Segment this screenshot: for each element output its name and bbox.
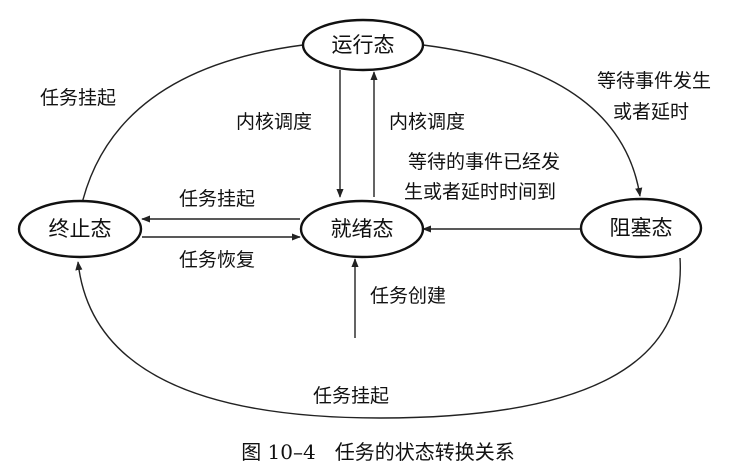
label-create-to-ready: 任务创建 xyxy=(370,285,446,307)
label-ready-to-running: 内核调度 xyxy=(389,111,465,133)
state-ready: 就绪态 xyxy=(299,199,425,259)
label-blocked-to-terminated: 任务挂起 xyxy=(313,385,389,407)
label-terminated-to-ready: 任务恢复 xyxy=(179,249,255,271)
figure-caption: 图 10–4 任务的状态转换关系 xyxy=(241,440,515,464)
edge-running-to-terminated xyxy=(78,44,304,213)
state-ready-label: 就绪态 xyxy=(331,217,394,241)
label-running-to-blocked-line1: 等待事件发生 xyxy=(597,70,711,92)
state-terminated-label: 终止态 xyxy=(49,217,112,241)
edge-running-to-blocked xyxy=(422,44,643,197)
edge-blocked-to-terminated xyxy=(75,257,681,419)
state-running: 运行态 xyxy=(301,18,425,72)
label-running-to-ready: 内核调度 xyxy=(236,111,312,133)
state-running-label: 运行态 xyxy=(332,33,395,57)
label-running-to-terminated: 任务挂起 xyxy=(40,87,116,109)
label-ready-to-terminated: 任务挂起 xyxy=(179,188,255,210)
state-terminated: 终止态 xyxy=(17,199,143,259)
label-running-to-blocked-line2: 或者延时 xyxy=(613,101,689,123)
state-blocked-label: 阻塞态 xyxy=(610,216,673,240)
label-blocked-to-ready-line1: 等待的事件已经发 xyxy=(408,151,560,173)
label-blocked-to-ready-line2: 生或者延时时间到 xyxy=(404,181,556,203)
state-blocked: 阻塞态 xyxy=(579,197,703,259)
